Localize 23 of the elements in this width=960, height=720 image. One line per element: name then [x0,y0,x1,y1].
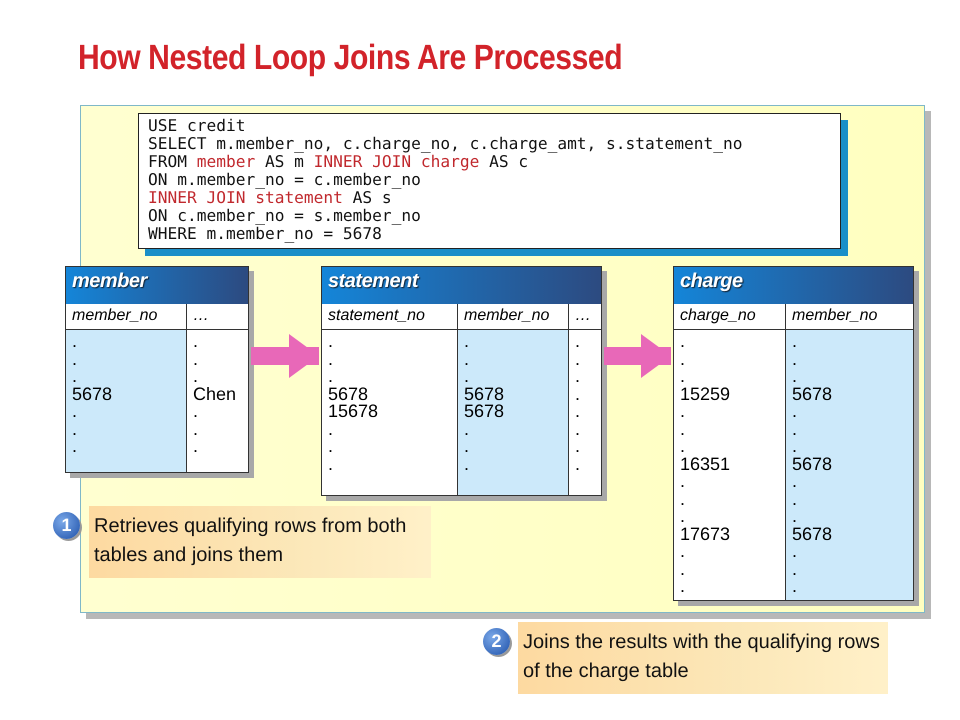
table-column: . . . 5678 . . . 5678 . . . 5678 . . . [786,330,913,600]
column-header: charge_no [674,304,786,329]
column-header: statement_no [322,304,458,329]
table-column: . . . 5678 . . . [66,330,187,472]
table-title: statement [322,267,601,304]
callout-text: Joins the results with the qualifying rows of the charge table [523,630,881,684]
table-title: member [66,267,248,304]
table-column: . . . 5678 5678 . . . [458,330,569,495]
table-title: charge [674,267,913,304]
table-column: . . . . . . . . [569,330,601,495]
callout-text: Retrieves qualifying rows from both tables and joins them [94,514,408,568]
slide-title: How Nested Loop Joins Are Processed [78,38,622,78]
arrow [251,334,319,378]
arrow [604,334,671,378]
column-header: member_no [791,306,878,326]
sql-code: USE credit SELECT m.member_no, c.charge_no, c.charge_amt, s.statement_no FROM member AS m INNER JOIN charge AS c ON m.member_no = c.member_no INNER JOIN statement AS s ON c.member_no = s.member_no WHERE m.member_no = 5678 [148,117,744,243]
column-header: member_no [458,304,569,329]
column-header: member_no [66,304,187,329]
number-badge: 2 [483,628,510,655]
column-header: … [192,306,210,326]
column-header: … [574,306,592,326]
table-column: . . . Chen . . . [187,330,248,472]
number-badge: 1 [53,512,80,539]
